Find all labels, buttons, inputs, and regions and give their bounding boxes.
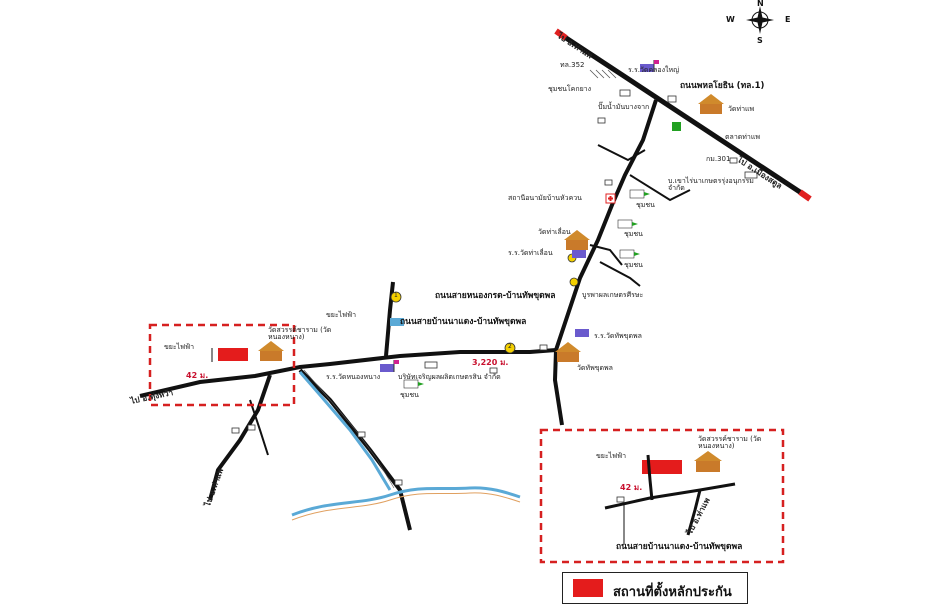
distance-label: 3,220 ม. — [472, 358, 509, 367]
police-label: ทล.352 — [560, 61, 585, 69]
collateral-marker-left — [218, 348, 248, 361]
left-inset-box — [148, 323, 296, 407]
temple-mid-label: วัดท่าเลื่อน — [538, 228, 571, 236]
school-left-label: ร.ร.วัดหนองหนาง — [326, 373, 381, 381]
temple-top-label: วัดท่าแพ — [728, 105, 755, 113]
market2-label: บูรพาผลเกษตรศีรษะ — [582, 291, 644, 299]
hatched-area — [589, 69, 617, 79]
school-mid-label: ร.ร.วัดท่าเลื่อน — [508, 249, 553, 257]
junction-1-marker — [390, 291, 402, 303]
gas-station-icon — [672, 122, 681, 131]
road-banmaeng-label: ถนนสายบ้านนาแดง-บ้านทัพขุดพล — [400, 317, 527, 327]
temple-right-label: วัดทัพขุดพล — [577, 364, 613, 372]
temple-icons — [258, 94, 724, 472]
legend-text: สถานที่ตั้งหลักประกัน — [613, 585, 732, 600]
junction-2-marker — [504, 342, 516, 354]
compass-north: N — [757, 0, 764, 8]
junction-4-marker — [569, 277, 579, 287]
inset-dist-label: 42 ม. — [620, 483, 643, 492]
hospital-icon — [605, 193, 616, 204]
inset-road-label: ถนนสายบ้านนาแดง-บ้านทัพขุดพล — [616, 542, 743, 552]
school-right-label: ร.ร.วัดทัพขุดพล — [594, 332, 642, 340]
legend-swatch — [573, 579, 603, 597]
junction-1-label: 1 — [394, 292, 398, 299]
health-label: สถานีอนามัยบ้านหัวควน — [508, 194, 582, 202]
compass-icon — [746, 6, 774, 34]
police2-label: กม.301 — [706, 155, 731, 163]
community4-label: ชุมชน — [400, 391, 419, 399]
company2-label: บริษัทเจริญผลผลิตเกษตรสิน จำกัด — [398, 373, 501, 381]
compass-east: E — [785, 15, 791, 24]
building-icons — [231, 89, 758, 503]
school-icons — [380, 60, 659, 372]
highway-name-label: ถนนพหลโยธิน (ทล.1) — [680, 81, 765, 91]
gas-station-label: ปั๊มน้ำมันบางจาก — [598, 103, 650, 111]
inset-roads — [604, 454, 736, 536]
left-inset-dist-label: 42 ม. — [186, 371, 209, 380]
highway-road — [554, 28, 812, 202]
inset-temple-label: วัดสวรรค์ชาราม (วัดหนองหนาง) — [698, 435, 762, 450]
temple-left-label: วัดสวรรค์ชาราม (วัดหนองหนาง) — [268, 326, 332, 341]
right-inset-box — [539, 428, 785, 564]
inset-electric-label: ขยะไฟฟ้า — [596, 452, 627, 460]
canal — [291, 369, 521, 521]
junction-2-label: 2 — [508, 343, 512, 350]
community2-label: ชุมชน — [624, 230, 643, 238]
legend: สถานที่ตั้งหลักประกัน — [562, 572, 748, 604]
market-label: ตลาดท่าแพ — [725, 133, 760, 141]
community1-label: ชุมชน — [636, 201, 655, 209]
collateral-marker-right — [642, 460, 682, 474]
left-inset-electric-label: ขยะไฟฟ้า — [164, 343, 195, 351]
company-label: บ.เขาไร่นาเกษตรรุ่งอนุกรรม จำกัด — [668, 177, 754, 192]
road-nongkrot-label: ถนนสายหนองกรด-บ้านทัพขุดพล — [435, 291, 556, 301]
secondary-roads — [139, 99, 691, 531]
school-top-label: ร.ร.วัดคลองใหญ่ — [628, 66, 680, 74]
community-top-label: ชุมชนโคกยาง — [548, 85, 592, 93]
compass-south: S — [757, 36, 763, 45]
community-icons — [403, 189, 650, 389]
community3-label: ชุมชน — [624, 261, 643, 269]
compass-west: W — [726, 15, 735, 24]
electric-label: ขยะไฟฟ้า — [326, 311, 357, 319]
